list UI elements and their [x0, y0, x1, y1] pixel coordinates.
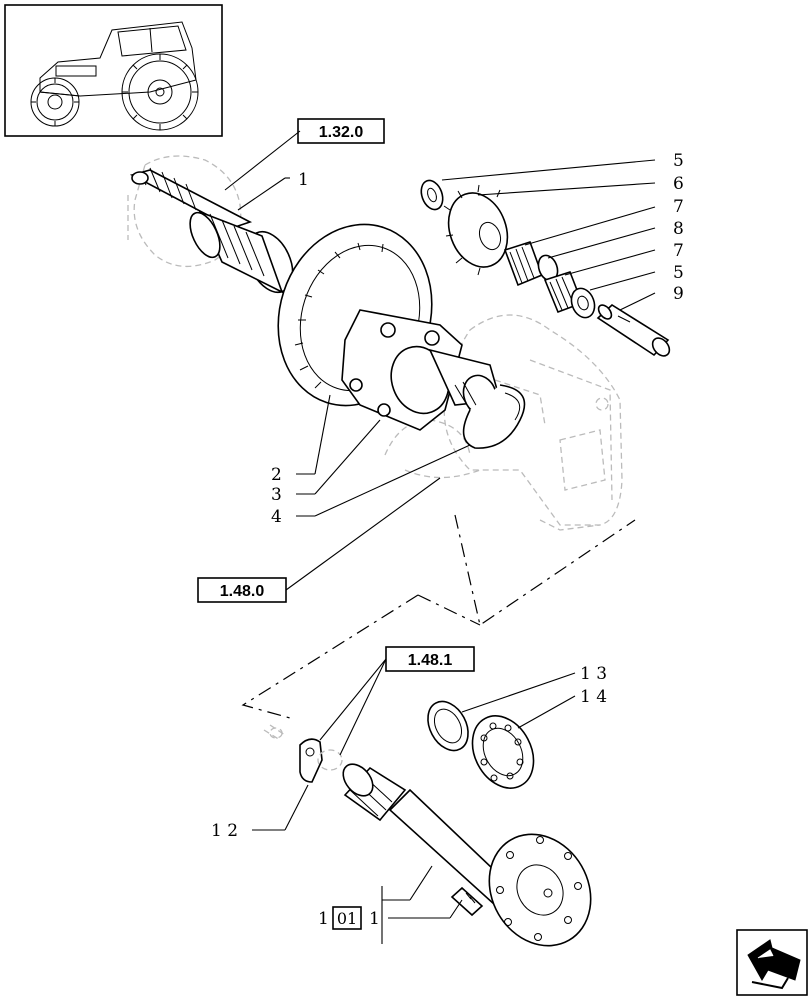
part-label-12: 1 2: [211, 821, 238, 841]
reference-label: 1.48.0: [220, 583, 265, 600]
lock-plate: [263, 724, 343, 783]
idler-gear-stack: [420, 179, 671, 357]
reference-box-1-48-0[interactable]: 1.48.0: [197, 577, 287, 603]
part-label-101-prefix: 1: [318, 909, 329, 929]
part-label-13: 1 3: [580, 664, 607, 684]
part-label-9: 9: [673, 284, 684, 304]
reference-label: 1.32.0: [319, 124, 364, 141]
part-label-14: 1 4: [580, 687, 607, 707]
part-label-3: 3: [271, 485, 282, 505]
part-labels: 1 5 6 7 8 7 5 9 2 3 4 1 3 1 4 1 2 1 01 1: [211, 151, 684, 930]
seal-and-bearing: [427, 700, 535, 789]
part-label-7: 7: [673, 197, 684, 217]
part-label-101-suffix: 1: [369, 909, 380, 929]
part-label-2: 2: [271, 465, 282, 485]
reference-box-1-48-1[interactable]: 1.48.1: [385, 646, 475, 672]
pinion-shaft: [129, 130, 301, 294]
ring-gear-assembly: [277, 223, 502, 431]
axle-shaft: [342, 763, 592, 947]
tractor-thumbnail-icon: [4, 4, 223, 137]
part-label-4: 4: [271, 507, 282, 527]
part-label-8: 8: [673, 219, 684, 239]
leader-lines: [252, 159, 656, 944]
centre-lines: [241, 514, 636, 719]
next-page-arrow-icon[interactable]: [736, 929, 808, 996]
snap-ring: [462, 384, 526, 449]
reference-label: 1.48.1: [408, 652, 453, 669]
part-label-5b: 5: [673, 263, 684, 283]
part-label-7b: 7: [673, 241, 684, 261]
part-label-6: 6: [673, 174, 684, 194]
part-label-101-box: 01: [337, 909, 357, 928]
part-label-5: 5: [673, 151, 684, 171]
reference-box-1-32-0[interactable]: 1.32.0: [297, 118, 385, 144]
part-label-1: 1: [298, 170, 309, 190]
